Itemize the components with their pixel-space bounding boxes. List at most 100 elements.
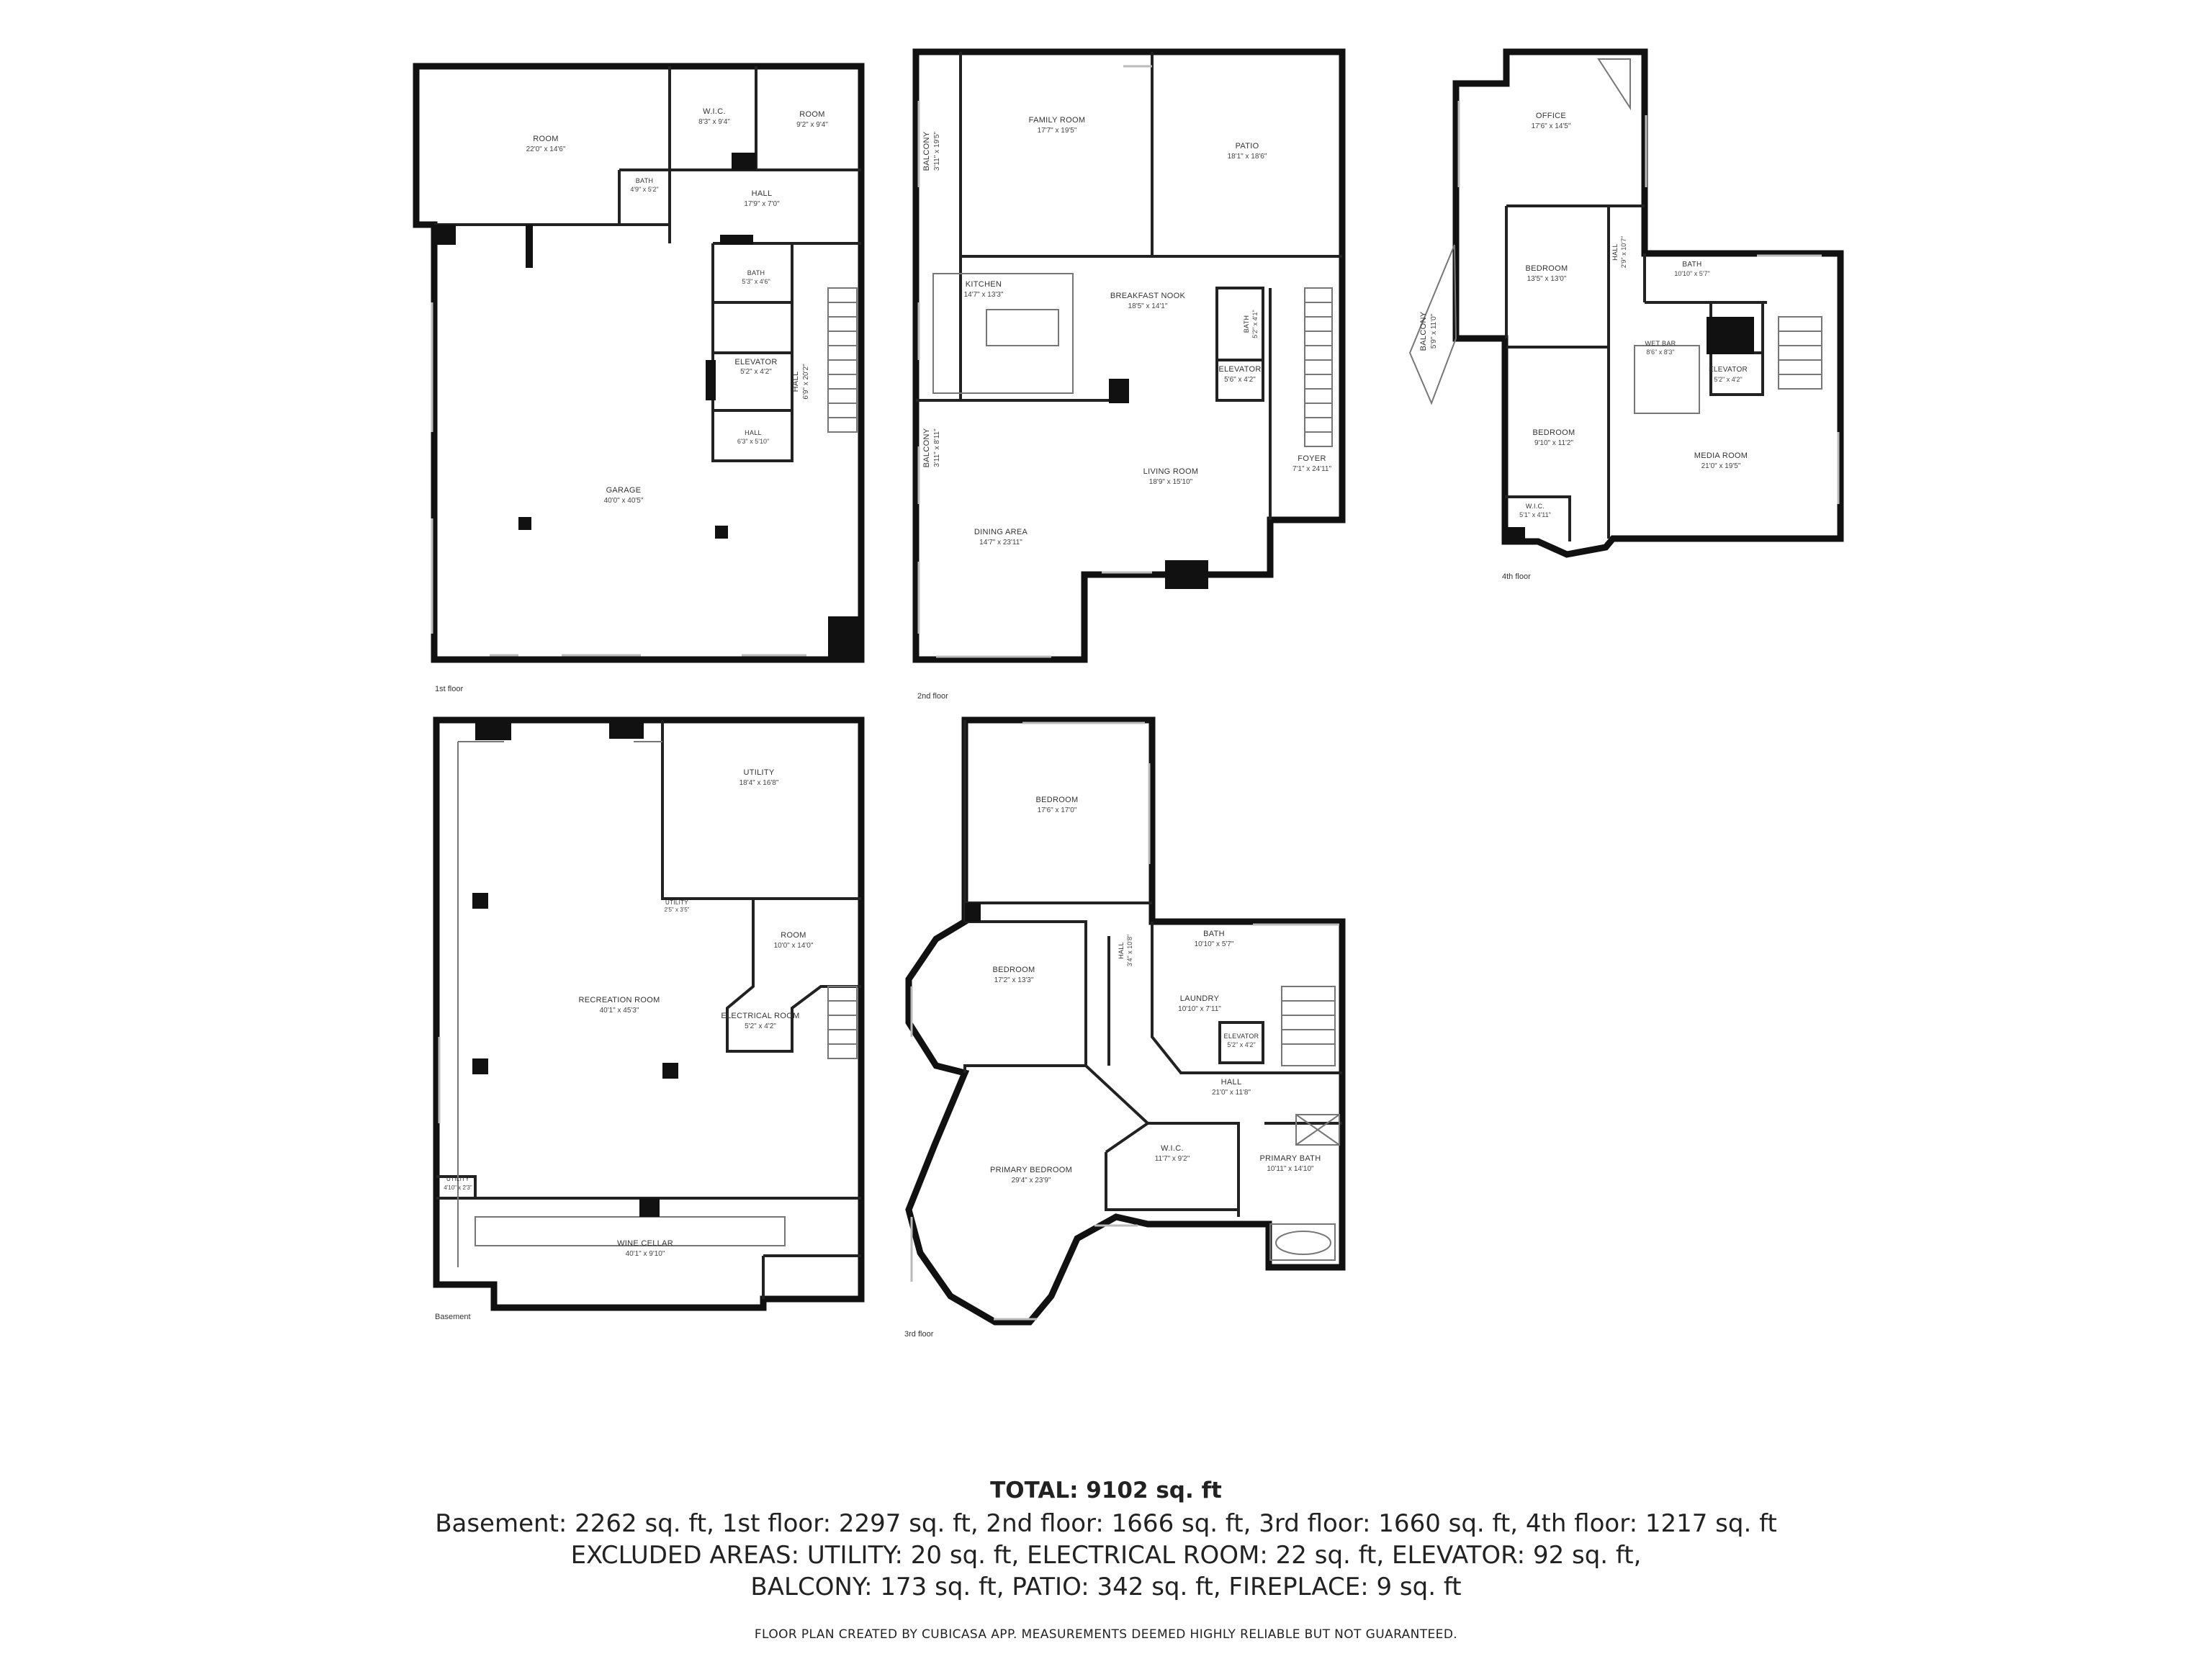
- fourth-floor-plan: [1408, 48, 1844, 558]
- floor-label-2nd: 2nd floor: [917, 692, 948, 701]
- room-label: W.I.C.: [703, 107, 726, 116]
- room-dimension: 21'0" x 19'5": [1701, 462, 1741, 470]
- room-dimension: 5'1" x 4'11": [1519, 511, 1551, 518]
- room-label: ELEVATOR: [734, 358, 777, 367]
- room-label: WET BAR: [1645, 340, 1676, 347]
- floor-label-1st: 1st floor: [435, 685, 463, 693]
- room-label: BATH: [1682, 261, 1701, 269]
- floor-label-3rd: 3rd floor: [904, 1330, 934, 1339]
- room-label: ELEVATOR: [1224, 1033, 1259, 1040]
- room-label: MEDIA ROOM: [1694, 451, 1748, 460]
- room-label: BATH: [1203, 930, 1225, 938]
- room-dimension: 5'9" x 11'0": [1430, 313, 1438, 349]
- room-dimension: 4'9" x 5'2": [630, 186, 658, 193]
- room-label: HALL: [752, 189, 773, 198]
- room-label: ELECTRICAL ROOM: [721, 1012, 799, 1020]
- floor-label-4th: 4th floor: [1502, 572, 1531, 581]
- room-label: HALL: [791, 372, 800, 392]
- room-dimension: 21'0" x 11'8": [1212, 1089, 1251, 1097]
- room-label: HALL: [1221, 1078, 1242, 1087]
- room-dimension: 5'3" x 4'6": [742, 278, 770, 285]
- room-label: RECREATION ROOM: [578, 996, 660, 1004]
- room-label: ROOM: [781, 931, 806, 940]
- room-label: BATH: [1243, 315, 1250, 333]
- excluded-areas-line: EXCLUDED AREAS: UTILITY: 20 sq. ft, ELEC…: [570, 1541, 1642, 1570]
- room-dimension: 17'2" x 13'3": [994, 976, 1034, 984]
- excluded-areas-line-2: BALCONY: 173 sq. ft, PATIO: 342 sq. ft, …: [750, 1573, 1462, 1601]
- room-dimension: 18'9" x 15'10": [1149, 478, 1193, 486]
- room-dimension: 17'9" x 7'0": [744, 200, 780, 208]
- room-dimension: 29'4" x 23'9": [1012, 1177, 1051, 1184]
- room-dimension: 17'6" x 14'5": [1532, 122, 1571, 130]
- room-label: OFFICE: [1536, 112, 1566, 120]
- room-label: PRIMARY BEDROOM: [990, 1166, 1072, 1174]
- room-label: ELEVATOR: [1709, 366, 1748, 374]
- room-dimension: 14'7" x 23'11": [979, 539, 1022, 547]
- room-dimension: 40'1" x 9'10": [626, 1250, 665, 1258]
- third-floor-plan: [905, 716, 1346, 1326]
- room-dimension: 13'5" x 13'0": [1527, 275, 1567, 283]
- room-dimension: 2'5" x 3'5": [665, 907, 690, 913]
- room-label: BALCONY: [922, 428, 931, 467]
- room-dimension: 10'10" x 7'11": [1178, 1005, 1221, 1013]
- room-dimension: 3'11" x 19'5": [933, 132, 941, 171]
- room-label: KITCHEN: [966, 280, 1002, 289]
- room-label: BALCONY: [922, 131, 931, 171]
- room-label: BREAKFAST NOOK: [1110, 292, 1186, 300]
- room-dimension: 9'10" x 11'2": [1534, 439, 1574, 447]
- room-labels: ROOM 22'0" x 14'6" W.I.C. 8'3" x 9'4" RO…: [444, 107, 1748, 1258]
- room-dimension: 10'11" x 14'10": [1267, 1165, 1314, 1173]
- room-dimension: 9'2" x 9'4": [796, 121, 828, 129]
- room-dimension: 3'4" x 10'8": [1126, 935, 1133, 966]
- room-label: WINE CELLAR: [617, 1239, 673, 1248]
- room-label: W.I.C.: [1526, 503, 1545, 510]
- room-dimension: 2'9" x 10'7": [1620, 236, 1627, 268]
- room-dimension: 5'2" x 4'2": [745, 1022, 776, 1030]
- room-dimension: 7'1" x 24'11": [1292, 465, 1332, 473]
- second-floor-plan: [912, 48, 1346, 663]
- room-dimension: 14'7" x 13'3": [964, 291, 1004, 299]
- room-label: BEDROOM: [1036, 796, 1079, 804]
- room-label: UTILITY: [665, 899, 688, 906]
- floor-labels: 1st floor 2nd floor 4th floor Basement 3…: [435, 572, 1531, 1339]
- room-label: PRIMARY BATH: [1260, 1154, 1321, 1163]
- room-dimension: 17'6" x 17'0": [1038, 806, 1077, 814]
- room-label: LAUNDRY: [1180, 994, 1220, 1003]
- room-dimension: 5'2" x 4'2": [1714, 376, 1742, 383]
- room-label: GARAGE: [606, 486, 642, 495]
- room-label: FOYER: [1298, 454, 1326, 463]
- room-label: BEDROOM: [993, 966, 1035, 974]
- room-dimension: 18'4" x 16'8": [739, 779, 779, 787]
- room-label: BALCONY: [1419, 311, 1428, 351]
- room-dimension: 17'7" x 19'5": [1038, 127, 1077, 135]
- room-dimension: 5'2" x 4'1": [1251, 310, 1259, 338]
- room-label: PATIO: [1236, 142, 1259, 150]
- room-dimension: 11'7" x 9'2": [1155, 1155, 1190, 1163]
- room-label: ROOM: [533, 135, 558, 143]
- room-dimension: 8'6" x 8'3": [1646, 349, 1674, 356]
- room-dimension: 18'5" x 14'1": [1128, 302, 1168, 310]
- room-dimension: 10'0" x 14'0": [774, 942, 814, 950]
- room-label: UTILITY: [446, 1176, 469, 1182]
- room-dimension: 18'1" x 18'6": [1228, 153, 1267, 161]
- floor-areas-line: Basement: 2262 sq. ft, 1st floor: 2297 s…: [435, 1509, 1777, 1538]
- first-floor-plan: [413, 63, 865, 663]
- room-label: FAMILY ROOM: [1029, 116, 1086, 125]
- room-dimension: 22'0" x 14'6": [526, 145, 566, 153]
- room-label: W.I.C.: [1161, 1144, 1184, 1153]
- room-label: BATH: [747, 269, 765, 276]
- room-dimension: 10'10" x 5'7": [1195, 940, 1234, 948]
- room-label: HALL: [1118, 942, 1125, 959]
- room-label: HALL: [745, 429, 762, 436]
- basement-plan: [433, 716, 865, 1311]
- room-dimension: 6'9" x 20'2": [802, 364, 810, 400]
- room-dimension: 40'1" x 45'3": [600, 1007, 639, 1015]
- room-dimension: 5'2" x 4'2": [1227, 1041, 1255, 1048]
- room-dimension: 3'11" x 8'11": [933, 428, 941, 467]
- room-label: DINING AREA: [974, 528, 1028, 536]
- room-dimension: 5'2" x 4'2": [740, 368, 772, 376]
- room-label: HALL: [1611, 243, 1619, 261]
- room-dimension: 4'10" x 2'3": [444, 1184, 472, 1191]
- room-label: BATH: [636, 177, 654, 184]
- room-label: UTILITY: [743, 768, 774, 777]
